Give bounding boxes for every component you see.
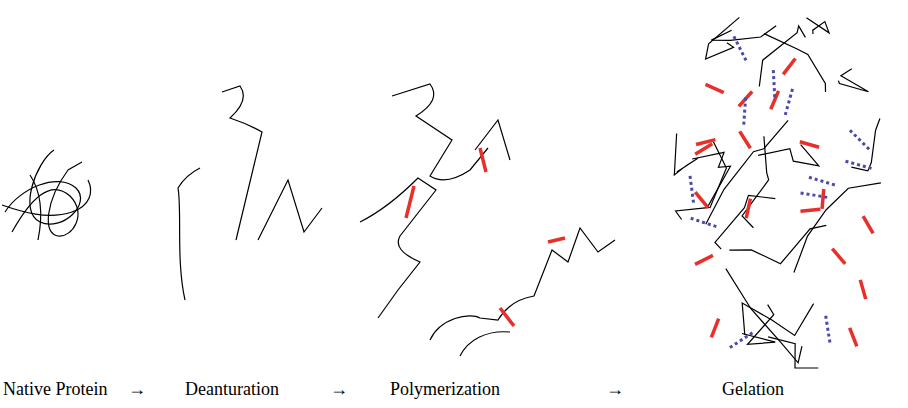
crosslink	[860, 280, 865, 299]
crosslink	[740, 131, 751, 148]
dotted-bond	[734, 36, 747, 63]
crosslink	[832, 249, 845, 264]
dotted-bond	[744, 98, 746, 128]
crosslink	[783, 59, 795, 75]
stage-label: Gelation	[722, 380, 784, 398]
crosslink	[771, 91, 779, 109]
chain	[706, 120, 788, 224]
chain	[742, 303, 813, 335]
chain	[178, 168, 200, 300]
crosslink	[500, 308, 514, 326]
chain	[392, 84, 488, 180]
crosslink	[746, 199, 750, 219]
dotted-bond	[809, 177, 838, 186]
chain	[838, 69, 868, 92]
chain	[2, 180, 91, 215]
dotted-bond	[691, 218, 720, 227]
crosslink	[480, 148, 486, 172]
crosslink	[711, 319, 718, 338]
chain	[360, 178, 436, 318]
polymer-chains	[360, 84, 615, 356]
denatured-chains	[178, 86, 322, 300]
chain	[851, 118, 880, 170]
crosslink	[695, 192, 708, 207]
chain	[768, 337, 818, 368]
chain	[222, 86, 262, 240]
dotted-bond	[773, 70, 775, 100]
crosslink	[800, 142, 819, 147]
dotted-bond	[784, 89, 792, 118]
dotted-bond	[850, 130, 871, 151]
chain	[715, 195, 775, 249]
dotted-bond	[727, 333, 752, 350]
chain	[676, 142, 727, 220]
stage-label: Polymerization	[390, 380, 500, 398]
chain	[460, 332, 510, 356]
chain	[742, 136, 769, 228]
native-protein	[2, 150, 91, 240]
crosslink	[850, 328, 857, 347]
arrow-symbol: →	[128, 380, 146, 398]
crosslink	[800, 209, 820, 211]
crosslink	[863, 216, 873, 233]
arrow-symbol: →	[330, 380, 348, 398]
chain	[742, 305, 775, 345]
crosslink	[695, 255, 713, 264]
stage-label: Native Protein	[3, 380, 107, 398]
crosslinks	[406, 148, 565, 326]
stage-label: Deanturation	[185, 380, 279, 398]
crosslink	[822, 189, 824, 209]
chain	[258, 180, 322, 240]
chain	[674, 133, 698, 174]
chain	[806, 18, 829, 34]
arrow-symbol: →	[606, 380, 624, 398]
dotted-bond	[826, 316, 831, 346]
chain	[12, 162, 82, 236]
dotted-bond	[690, 176, 694, 206]
crosslink	[706, 84, 724, 92]
gel-network	[674, 17, 881, 368]
dotted-bond	[801, 193, 831, 198]
chain	[692, 152, 730, 207]
dotted-bond	[846, 161, 875, 169]
chain	[430, 228, 615, 340]
crosslink	[696, 140, 715, 145]
crosslink	[548, 238, 565, 242]
crosslink	[406, 186, 414, 218]
chain	[794, 183, 881, 273]
chain	[758, 145, 819, 166]
chain	[30, 175, 41, 240]
